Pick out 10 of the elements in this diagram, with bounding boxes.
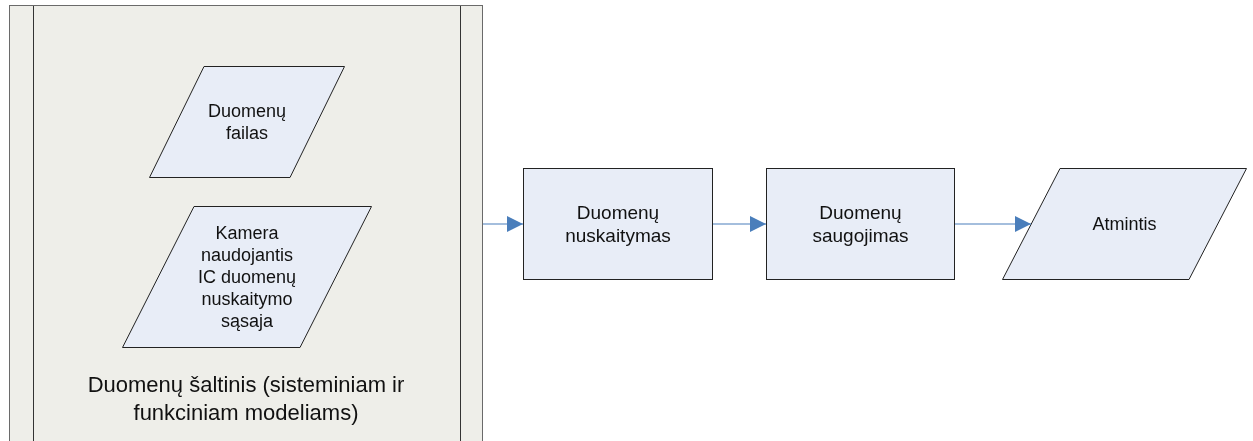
container-heading: Duomenų šaltinis (sisteminiam ir funkciniam modeliams) [86,371,406,427]
arrow [954,216,1032,232]
arrow [712,216,767,232]
arrow [482,216,524,232]
data-parallelogram: Kamera naudojantis IC duomenų nuskaitymo sąsaja [122,206,372,348]
data-parallelogram: Atmintis [1002,168,1247,280]
swimlane-container [9,5,483,441]
data-parallelogram: Duomenų failas [149,66,345,178]
process-box: Duomenų saugojimas [766,168,955,280]
process-box: Duomenų nuskaitymas [523,168,713,280]
